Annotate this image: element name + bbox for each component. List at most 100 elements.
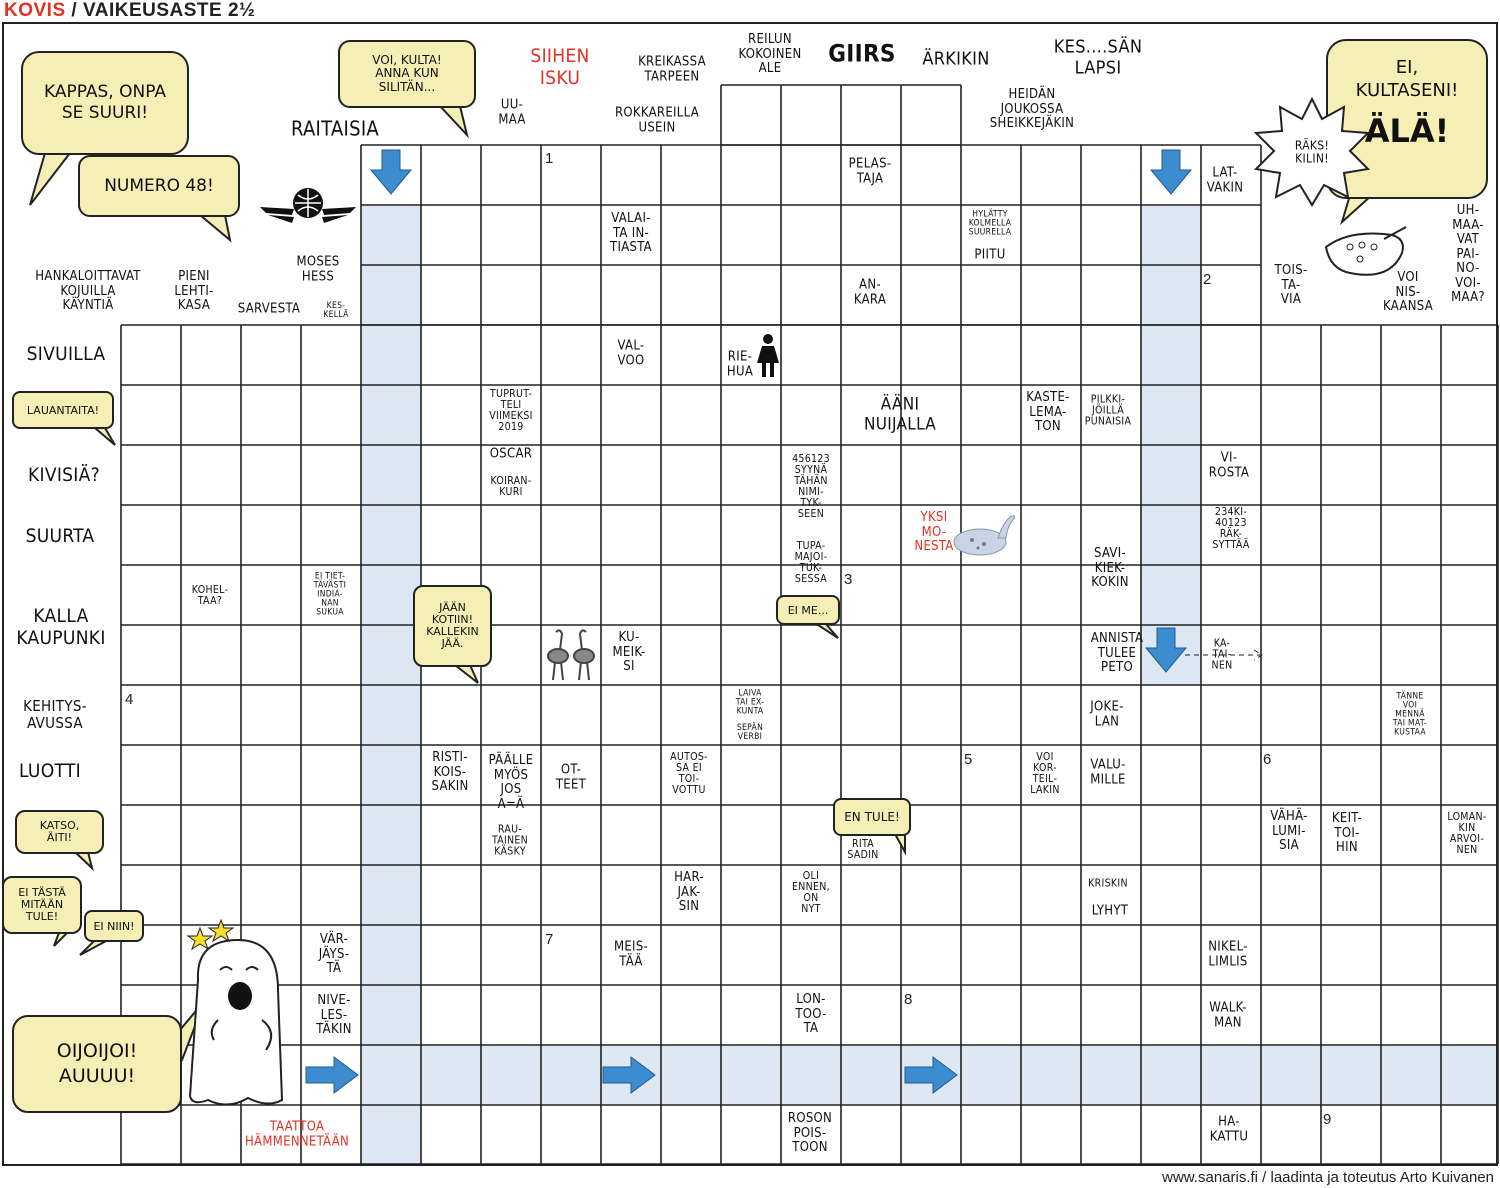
down-arrow-icon bbox=[369, 149, 413, 195]
clue-rokkareilla: ROKKAREILLA USEIN bbox=[614, 105, 700, 135]
clue-kastelematon: KASTE- LEMA- TON bbox=[1026, 390, 1070, 435]
bubble-kappas: KAPPAS, ONPA SE SUURI! bbox=[21, 51, 189, 155]
down-arrow-icon bbox=[1149, 149, 1193, 195]
clue-autossa: AUTOS- SA EI TOI- VOTTU bbox=[670, 750, 708, 797]
bubble-lauantaita: LAUANTAITA! bbox=[12, 391, 114, 429]
clue-sepan: SEPÄN VERBI bbox=[736, 723, 764, 742]
clue-riehua: RIE- HUA bbox=[726, 349, 754, 379]
clue-walkman: WALK- MAN bbox=[1209, 1000, 1247, 1030]
bubble-voi-kulta: VOI, KULTA! ANNA KUN SILITÄN... bbox=[338, 40, 476, 108]
cell-number: 1 bbox=[545, 150, 554, 167]
clue-kivisia: KIVISIÄ? bbox=[27, 464, 101, 487]
woman-figure-icon bbox=[757, 334, 779, 377]
clue-arkikin: ÄRKIKIN bbox=[922, 48, 990, 70]
clue-voi-korteilla: VOI KOR- TEIL- LAKIN bbox=[1030, 750, 1060, 797]
clue-suurta: SUURTA bbox=[25, 525, 95, 548]
bubble-ei-me: EI ME... bbox=[776, 595, 840, 625]
clue-uumaa: UU- MAA bbox=[498, 97, 526, 127]
ocarina-icon bbox=[1324, 226, 1407, 276]
clue-reilun: REILUN KOKOINEN ALE bbox=[738, 32, 802, 77]
bubble-ei-kultaseni-text: EI, KULTASENI! bbox=[1355, 57, 1459, 101]
right-arrow-icon bbox=[904, 1056, 958, 1094]
bubble-ei-kultaseni: EI, KULTASENI! ÄLÄ! bbox=[1326, 39, 1488, 199]
clue-katainen: KA- TAI- NEN bbox=[1211, 637, 1233, 672]
clue-taattoa: TAATTOA HÄMMENNETÄÄN bbox=[244, 1119, 350, 1149]
clue-uhmaavat: UH- MAA- VAT PAI- NO- VOI- MAA? bbox=[1451, 203, 1485, 306]
clue-hankaloittavat: HANKALOITTAVAT KOJUILLA KÄYNTIÄ bbox=[35, 269, 141, 314]
clue-oscar: OSCAR bbox=[489, 446, 533, 462]
raks-starburst-icon bbox=[1253, 97, 1371, 207]
clue-latvakin: LAT- VAKIN bbox=[1206, 165, 1244, 195]
clue-hylatty: HYLÄTTY KOLMELLA SUURELLA bbox=[968, 209, 1012, 238]
clue-lontoota: LON- TOO- TA bbox=[795, 992, 827, 1037]
clue-toistavia: TOIS- TA- VIA bbox=[1274, 263, 1308, 308]
clue-heidan: HEIDÄN JOUKOSSA SHEIKKEJÄKIN bbox=[989, 87, 1075, 132]
clue-raitaisia: RAITAISIA bbox=[290, 116, 380, 141]
clue-kehitysavussa: KEHITYS- AVUSSA bbox=[23, 697, 87, 732]
clue-aani: ÄÄNI NUIJALLA bbox=[863, 394, 937, 434]
clue-vahalumisia: VÄHÄ- LUMI- SIA bbox=[1270, 809, 1308, 854]
ghost-icon bbox=[188, 938, 284, 1106]
clue-tupruteli: TUPRUT- TELI VIIMEKSI 2019 bbox=[489, 387, 533, 434]
clue-nivelestakin: NIVE- LES- TÄKIN bbox=[316, 993, 352, 1038]
cell-number: 7 bbox=[545, 931, 554, 948]
clue-valaita: VALAI- TA IN- TIASTA bbox=[610, 211, 652, 256]
clue-sarvesta: SARVESTA bbox=[237, 301, 301, 317]
cell-number: 5 bbox=[964, 751, 973, 768]
clue-varjaysta: VÄR- JÄYS- TÄ bbox=[318, 932, 350, 977]
clue-harjaksin: HAR- JAK- SIN bbox=[674, 870, 704, 915]
clue-lyhyt: LYHYT bbox=[1091, 903, 1129, 919]
clue-ei-tietavasti: EI TIET- TÄVÄSTI INDIA- NAN SUKUA bbox=[313, 571, 347, 618]
clue-meistaa: MEIS- TÄÄ bbox=[613, 939, 649, 969]
clue-savikiekkokin: SAVI- KIEK- KOKIN bbox=[1091, 546, 1129, 591]
clue-kreikassa: KREIKASSA TARPEEN bbox=[638, 54, 706, 84]
bird-figurine-icon bbox=[953, 515, 1016, 556]
cell-number: 6 bbox=[1263, 751, 1272, 768]
clue-virosta: VI- ROSTA bbox=[1208, 450, 1250, 480]
down-arrow-icon bbox=[1144, 627, 1188, 673]
bubble-ei-niin: EI NIIN! bbox=[84, 910, 144, 942]
clue-pilkki: PILKKI- JÖILLÄ PUNAISIA bbox=[1084, 393, 1132, 428]
clue-keskella: KES- KELLÄ bbox=[323, 301, 349, 320]
bubble-raks: RÄKS! KILIN! bbox=[1294, 138, 1330, 165]
right-arrow-icon bbox=[602, 1056, 656, 1094]
bubble-en-tule: EN TULE! bbox=[833, 798, 911, 836]
bubble-ala-text: ÄLÄ! bbox=[1364, 112, 1450, 150]
cell-number: 3 bbox=[844, 571, 853, 588]
clue-pieni: PIENI LEHTI- KASA bbox=[174, 269, 214, 314]
cell-number: 9 bbox=[1323, 1111, 1332, 1128]
clue-ristikoissakin: RISTI- KOIS- SAKIN bbox=[431, 750, 469, 795]
clue-tupamajoitus: TUPA- MAJOI- TUK- SESSA bbox=[794, 539, 828, 586]
clue-paalle: PÄÄLLE MYÖS JOS A=Ä bbox=[488, 752, 534, 812]
clue-sivuilla: SIVUILLA bbox=[26, 343, 106, 366]
title-difficulty: / VAIKEUSASTE 2½ bbox=[65, 0, 256, 21]
clue-yksi-monesta: YKSI MO- NESTA bbox=[914, 510, 954, 555]
clue-rautainen: RAU- TAINEN KÄSKY bbox=[491, 823, 529, 858]
clue-kessan: KES....SÄN LAPSI bbox=[1053, 36, 1143, 78]
clue-kriskin: KRISKIN bbox=[1088, 877, 1128, 890]
clue-moses: MOSES HESS bbox=[296, 254, 340, 284]
stars-icon bbox=[186, 918, 235, 951]
clue-pelastaja: PELAS- TAJA bbox=[848, 156, 892, 186]
bubble-ei-tasta: EI TÄSTÄ MITÄÄN TULE! bbox=[2, 876, 82, 934]
bubble-oijoijoi: OIJOIJOI! AUUUU! bbox=[12, 1015, 182, 1113]
bubble-jaan-kotiin: JÄÄN KOTIIN! KALLEKIN JÄÄ. bbox=[413, 585, 492, 667]
airline-logo-icon bbox=[260, 188, 356, 223]
right-arrow-icon bbox=[305, 1056, 359, 1094]
clue-koheltaa: KOHEL- TAA? bbox=[191, 583, 229, 607]
clue-siihen-isku: SIIHEN ISKU bbox=[530, 45, 590, 89]
clue-ankara: AN- KARA bbox=[853, 277, 887, 307]
bubble-katso-aiti: KATSO, ÄITI! bbox=[15, 810, 104, 854]
clue-hakattu: HA- KATTU bbox=[1209, 1114, 1249, 1144]
clue-nikellimlis: NIKEL- LIMLIS bbox=[1208, 939, 1248, 969]
clue-kumeiksi: KU- MEIK- SI bbox=[612, 630, 646, 675]
clue-jokelan: JOKE- LAN bbox=[1090, 699, 1124, 729]
clue-luotti: LUOTTI bbox=[19, 760, 81, 783]
clue-lomankin: LOMAN- KIN ARVOI- NEN bbox=[1447, 810, 1487, 857]
clue-giirs: GIIRS bbox=[828, 39, 896, 68]
clue-voi-niskaansa: VOI NIS- KAANSA bbox=[1382, 270, 1434, 315]
clue-keittoihin: KEIT- TOI- HIN bbox=[1331, 811, 1363, 856]
clue-tanne: TÄNNE VOI MENNÄ TAI MAT- KUSTAA bbox=[1392, 691, 1428, 738]
clue-syyna: 456123 SYYNÄ TÄHÄN NIMI- TYK- SEEN bbox=[792, 452, 830, 521]
